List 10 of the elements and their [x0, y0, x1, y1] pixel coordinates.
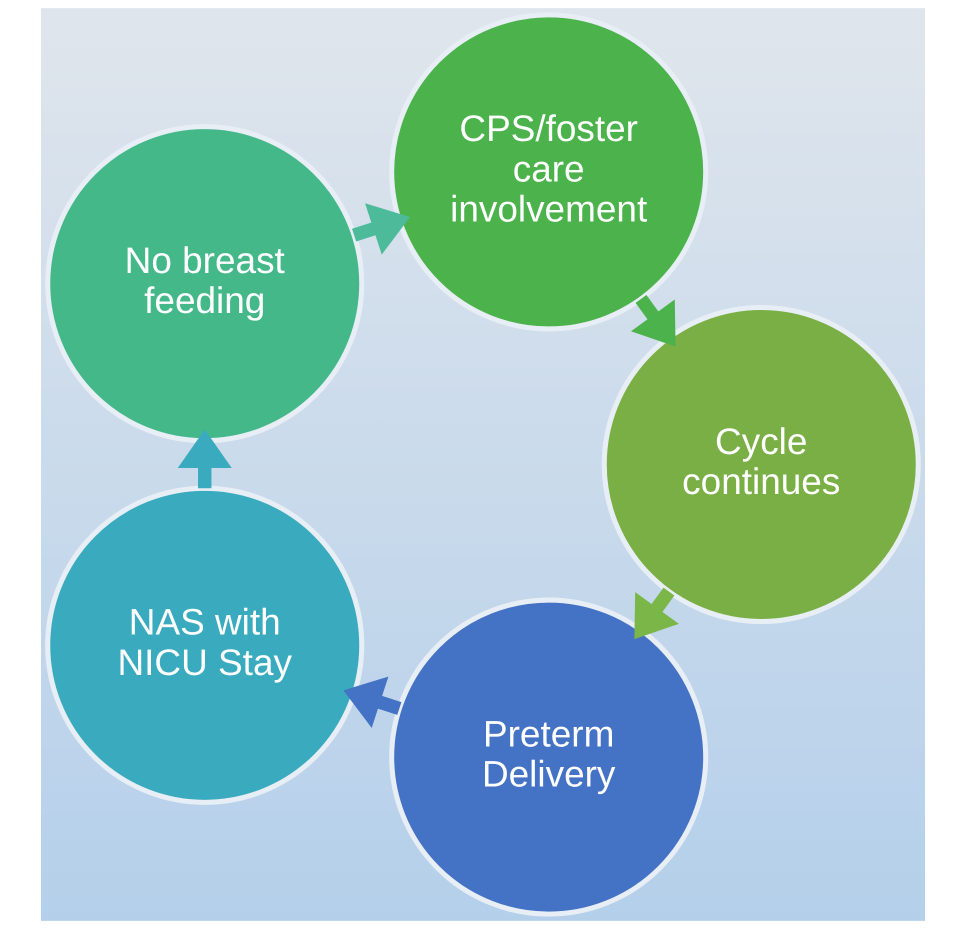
- arrow: [177, 429, 232, 488]
- arrow: [634, 588, 678, 640]
- node-circle: CPS/foster care involvement: [388, 12, 708, 332]
- arrow: [630, 295, 676, 347]
- node-circle: NAS with NICU Stay: [44, 486, 364, 805]
- arrow: [352, 203, 410, 255]
- node-circle: No breast feeding: [44, 124, 364, 444]
- node-circle: Cycle continues: [601, 304, 920, 624]
- node-circle: Preterm Delivery: [388, 598, 708, 917]
- arrow: [342, 676, 401, 728]
